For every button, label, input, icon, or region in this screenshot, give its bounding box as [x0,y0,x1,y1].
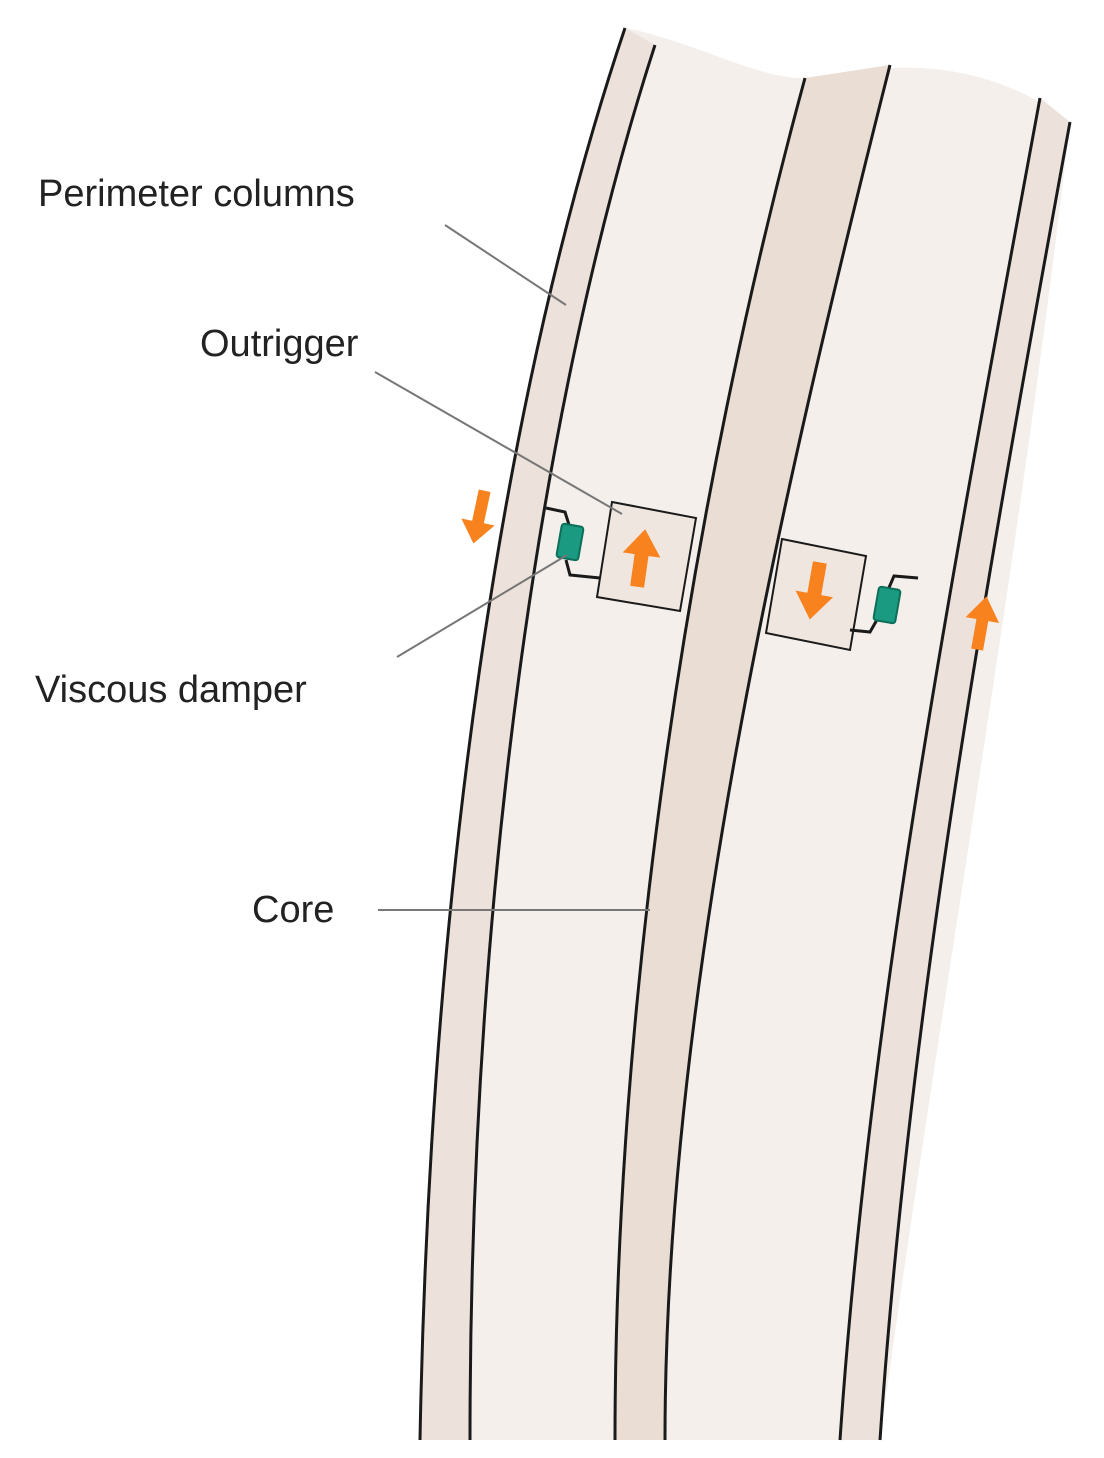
core-right-edge [663,64,892,1441]
building-body [420,28,1070,1440]
label-core: Core [252,889,334,931]
leader-perimeter-columns [444,224,567,306]
leader-outrigger [374,371,623,515]
arrow-up-icon [965,596,1000,651]
label-outrigger: Outrigger [200,323,359,365]
arrow-down-icon [795,561,834,620]
leader-viscous-damper [396,554,568,658]
left-viscous-damper [555,522,585,562]
right-viscous-damper [872,585,902,625]
label-perimeter-columns: Perimeter columns [38,173,355,215]
left-column-inner-edge [468,44,657,1441]
left-column-outer-edge [418,27,627,1441]
right-column-outer-edge [878,121,1072,1441]
right-damper-linkage [849,574,919,634]
left-damper-linkage [545,506,601,580]
label-viscous-damper: Viscous damper [35,669,307,711]
arrow-down-icon [461,489,495,544]
core-left-edge [613,77,807,1441]
core-band [615,65,890,1440]
right-column-inner-edge [838,97,1042,1441]
arrow-up-icon [622,529,661,588]
